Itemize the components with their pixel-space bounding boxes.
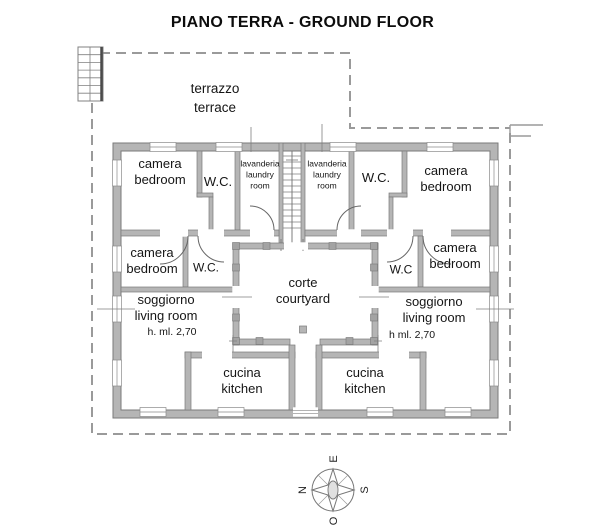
door-arcs [159, 205, 452, 265]
height-note-right: h ml. 2,70 [388, 329, 436, 341]
room-label-wc-top-left: W.C. [203, 174, 233, 189]
room-label-laundry-right: lavanderia laundry room [307, 158, 347, 191]
room-label-bedroom-mid-right: camera bedroom [429, 240, 481, 271]
room-label-living-right: soggiorno living room [402, 294, 466, 325]
room-label-wc-mid-left: W.C. [193, 260, 219, 275]
kitchen-walls [184, 344, 427, 411]
terrace-boundary [100, 52, 510, 129]
site-boundary [91, 101, 511, 435]
external-stairs [77, 46, 104, 102]
room-label-bedroom-top-left: camera bedroom [134, 156, 186, 187]
kitchen-openings [202, 351, 409, 359]
room-label-kitchen-left: cucina kitchen [221, 365, 263, 396]
room-label-bedroom-top-right: camera bedroom [420, 163, 472, 194]
room-label-wc-top-right: W.C. [361, 170, 391, 185]
compass-letter-north: N [297, 486, 309, 494]
exterior-walls [112, 142, 499, 419]
height-note-left: h. ml. 2,70 [147, 326, 197, 338]
room-label-bedroom-mid-left: camera bedroom [126, 245, 178, 276]
room-label-living-left: soggiorno living room [134, 292, 198, 323]
courtyard-drain [299, 325, 307, 334]
gate-mark [509, 124, 543, 137]
room-label-laundry-left: lavanderia laundry room [240, 158, 280, 191]
door-openings [160, 229, 451, 237]
compass: E N S O [297, 455, 371, 525]
centerline-marks [97, 124, 514, 352]
room-label-kitchen-right: cucina kitchen [344, 365, 386, 396]
compass-letter-south: S [359, 486, 371, 493]
compass-letter-east: E [328, 455, 340, 462]
property-boundary [91, 52, 511, 435]
terrace-label: terrazzo terrace [190, 81, 240, 115]
compass-letter-west: O [328, 516, 340, 525]
room-label-courtyard: corte courtyard [275, 275, 331, 306]
entrance-opening [293, 407, 318, 417]
room-label-wc-mid-right: W.C [389, 262, 413, 277]
page-title: PIANO TERRA - GROUND FLOOR [170, 14, 435, 31]
